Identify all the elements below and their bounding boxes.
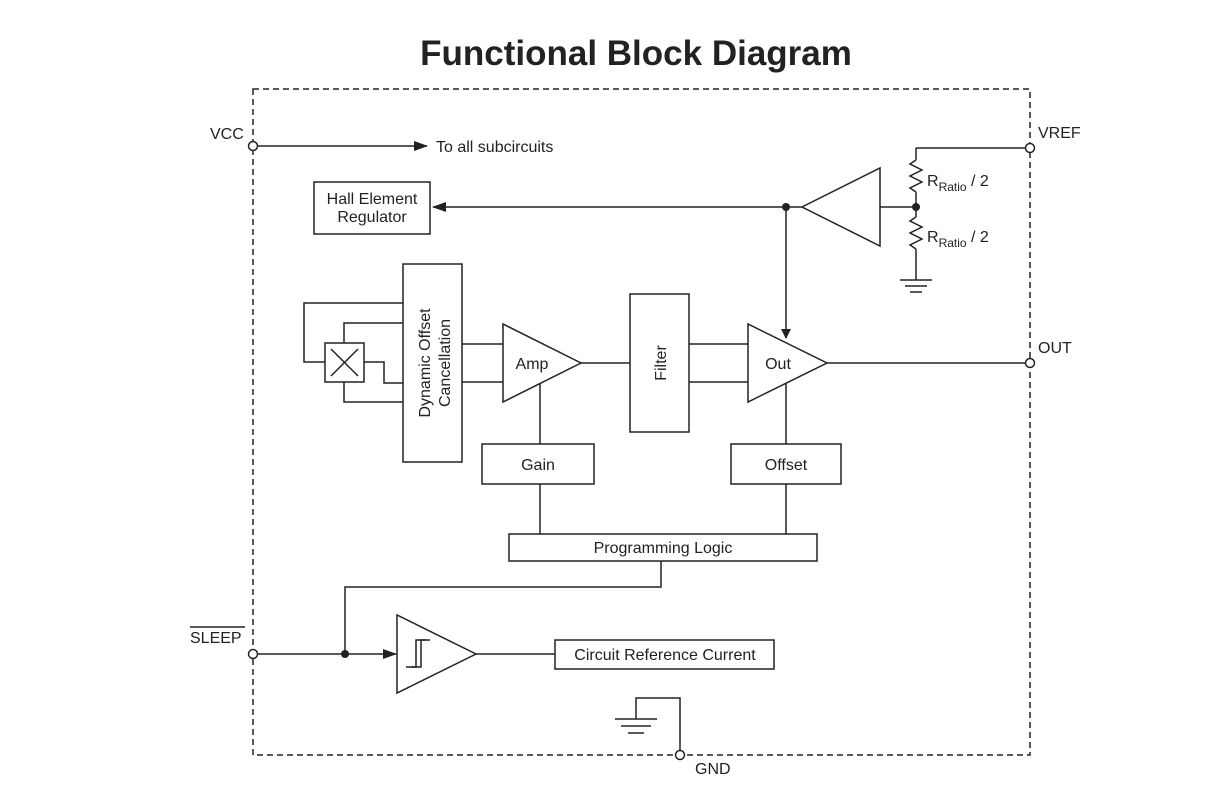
r-ratio-lower-label: RRatio / 2 [927,229,989,250]
hall-regulator-line2: Regulator [337,209,407,226]
out-pin: OUT [1024,340,1072,369]
amp-block [502,322,583,404]
buffer-triangle-icon [800,166,881,248]
hall-element-regulator-block [313,181,431,235]
hall-element [303,302,403,403]
out-amp-label: Out [765,356,791,373]
schmitt-trigger-block [396,613,478,695]
r-ratio-upper-label: RRatio / 2 [927,173,989,194]
sleep-pin: SLEEP [190,626,259,660]
gain-label: Gain [521,457,555,474]
doc-line1: Dynamic Offset [417,308,434,418]
dynamic-offset-cancellation-block [402,263,463,463]
sleep-label: SLEEP [190,630,242,647]
filter-block [629,293,690,433]
programming-logic-label: Programming Logic [594,540,733,557]
device-boundary [252,88,1031,756]
circuit-reference-current-block [554,639,775,670]
gain-block [481,443,595,485]
out-amp-block [747,322,829,404]
gnd-pin: GND [674,749,731,778]
vcc-label: VCC [210,126,244,143]
resistor-icon [908,216,924,250]
to-all-subcircuits-label: To all subcircuits [436,139,553,156]
offset-block [730,443,842,485]
vref-pin: VREF [916,125,1081,154]
programming-logic-block [508,533,818,562]
diagram-title: Functional Block Diagram [420,34,852,73]
gnd-label: GND [695,761,731,778]
out-label: OUT [1038,340,1072,357]
offset-label: Offset [765,457,808,474]
circuit-reference-current-label: Circuit Reference Current [574,647,756,664]
resistor-icon [908,159,924,193]
doc-line2: Cancellation [437,319,454,407]
hall-regulator-line1: Hall Element [327,191,418,208]
filter-label: Filter [653,345,670,381]
vcc-pin: VCC [210,126,428,152]
ground-icon [615,697,681,751]
vref-label: VREF [1038,125,1081,142]
resistor-divider [900,148,932,293]
amp-label: Amp [516,356,549,373]
